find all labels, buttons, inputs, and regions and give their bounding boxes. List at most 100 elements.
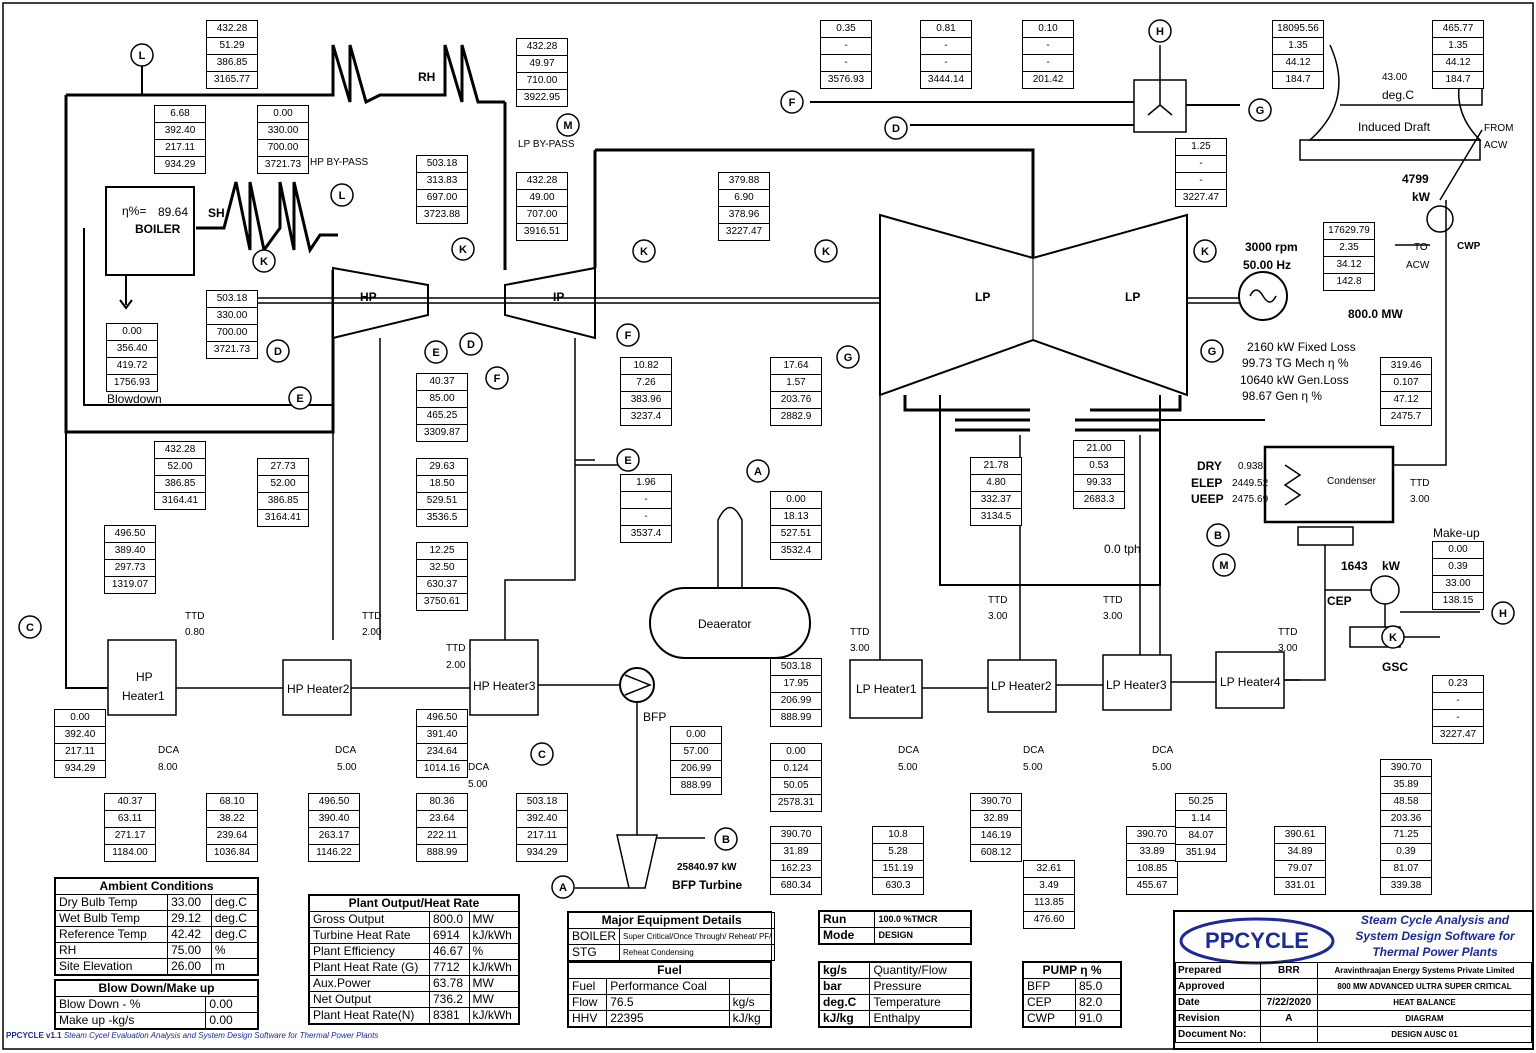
state-value: 44.12 xyxy=(1433,55,1483,72)
state-value: 390.70 xyxy=(771,827,821,844)
state-value: 476.60 xyxy=(1033,914,1065,925)
label-ttd: TTD xyxy=(988,595,1008,606)
state-value: 697.00 xyxy=(417,190,467,207)
svg-text:F: F xyxy=(625,330,632,342)
state-value: 3532.4 xyxy=(780,545,812,556)
table-cell: deg.C xyxy=(210,910,259,927)
table-cell: 75.00 xyxy=(167,942,212,959)
node-l: L xyxy=(130,43,154,67)
svg-text:K: K xyxy=(822,246,830,258)
label-lp1: LP xyxy=(975,290,991,304)
state-value: 23.64 xyxy=(417,811,467,828)
state-value: 3227.47 xyxy=(725,226,763,237)
node-k: K xyxy=(451,237,475,261)
footer-subtitle: Steam Cycel Evaluation Analysis and Syst… xyxy=(63,1031,379,1040)
svg-text:L: L xyxy=(139,50,146,62)
state-value: 201.42 xyxy=(1032,74,1064,85)
node-e: E xyxy=(616,448,640,472)
state-value: 888.99 xyxy=(680,780,712,791)
table-cell: Aux.Power xyxy=(309,975,430,992)
state-value: 203.76 xyxy=(771,392,821,409)
state-value: 630.3 xyxy=(885,880,911,891)
state-box: 0.10--201.42 xyxy=(1022,20,1074,89)
label-elep: ELEP xyxy=(1191,476,1223,490)
label-elep-v: 2449.52 xyxy=(1232,478,1269,489)
state-value: 21.78 xyxy=(971,458,1021,475)
state-value: 319.46 xyxy=(1381,358,1431,375)
state-value: 108.85 xyxy=(1127,861,1177,878)
table-cell: kJ/kg xyxy=(818,1010,871,1027)
table-cell: deg.C xyxy=(818,994,871,1011)
label-ttd: TTD xyxy=(1278,627,1298,638)
node-d: D xyxy=(884,116,908,140)
table-cell: Fuel xyxy=(567,978,608,995)
state-value: 419.72 xyxy=(107,358,157,375)
state-value: 680.34 xyxy=(780,880,812,891)
table-cell: Performance Coal xyxy=(606,978,730,995)
title-block-cell: 800 MW ADVANCED ULTRA SUPER CRITICAL xyxy=(1317,978,1532,995)
label-cwp: CWP xyxy=(1457,241,1481,252)
label-bfpt-kw: 25840.97 kW xyxy=(677,862,737,873)
table-cell: kg/s xyxy=(818,962,871,979)
state-value: 10.8 xyxy=(873,827,923,844)
state-value: 47.12 xyxy=(1381,392,1431,409)
label-dca-lph2: 5.00 xyxy=(1023,762,1043,773)
state-value: 888.99 xyxy=(426,847,458,858)
state-value: - xyxy=(921,38,971,55)
state-value: 79.07 xyxy=(1275,861,1325,878)
label-cep: CEP xyxy=(1327,594,1352,608)
table-cell: Reference Temp xyxy=(54,926,169,943)
label-bfp: BFP xyxy=(643,710,667,724)
label-ttd-lph3: 3.00 xyxy=(1103,611,1123,622)
table-title: Ambient Conditions xyxy=(55,878,258,895)
state-value: 0.00 xyxy=(1433,542,1483,559)
label-dca: DCA xyxy=(1023,745,1045,756)
title-block: PPCYCLE Steam Cycle Analysis and System … xyxy=(1173,910,1534,1050)
state-value: 3916.51 xyxy=(523,226,561,237)
state-value: - xyxy=(1433,710,1483,727)
title-block-cell: HEAT BALANCE xyxy=(1317,994,1532,1011)
table-cell: CWP xyxy=(1023,1010,1076,1027)
state-value: 392.40 xyxy=(55,727,105,744)
state-value: 3750.61 xyxy=(423,596,461,607)
state-value: 2683.3 xyxy=(1083,494,1115,505)
label-ttd: TTD xyxy=(850,627,870,638)
state-value: 1319.07 xyxy=(111,579,149,590)
state-value: 263.17 xyxy=(309,828,359,845)
svg-text:D: D xyxy=(274,346,282,358)
state-value: 48.58 xyxy=(1381,794,1431,811)
state-value: 51.29 xyxy=(207,38,257,55)
state-value: 390.70 xyxy=(1381,760,1431,777)
state-value: 0.10 xyxy=(1023,21,1073,38)
state-value: 455.67 xyxy=(1136,880,1168,891)
table-cell: Enthalpy xyxy=(869,1010,971,1027)
state-value: 351.94 xyxy=(1185,847,1217,858)
table-cell: HHV xyxy=(567,1010,608,1027)
state-value: 222.11 xyxy=(417,828,467,845)
label-dca: DCA xyxy=(158,745,180,756)
table-cell: Reheat Condensing xyxy=(619,944,776,961)
state-value: 0.81 xyxy=(921,21,971,38)
label-cwp-kw: 4799 xyxy=(1402,172,1429,186)
title-block-cell: BRR xyxy=(1259,962,1319,979)
state-value: 32.61 xyxy=(1024,861,1074,878)
svg-text:F: F xyxy=(789,97,796,109)
label-bfpt: BFP Turbine xyxy=(672,878,743,892)
node-f: F xyxy=(780,90,804,114)
